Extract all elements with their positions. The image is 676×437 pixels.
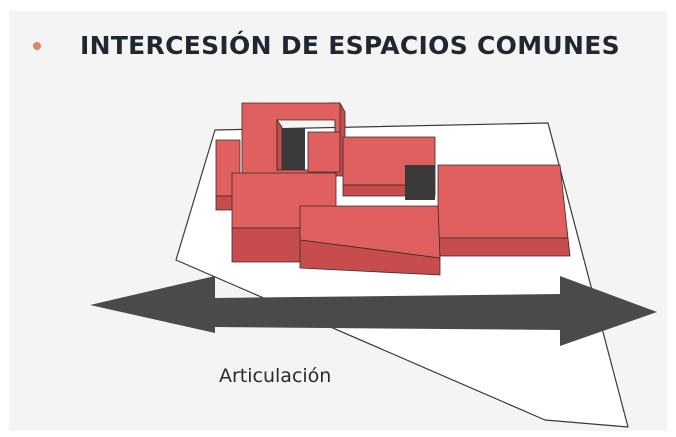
slide-title: INTERCESIÓN DE ESPACIOS COMUNES — [80, 31, 620, 60]
building-block-front — [299, 205, 441, 276]
building-block-right — [437, 164, 571, 257]
bullet-dot — [33, 42, 41, 50]
articulation-arrow — [90, 276, 657, 346]
building-block-middle — [342, 136, 436, 200]
building-block-inner — [307, 131, 341, 173]
diagram-caption: Articulación — [219, 365, 332, 387]
